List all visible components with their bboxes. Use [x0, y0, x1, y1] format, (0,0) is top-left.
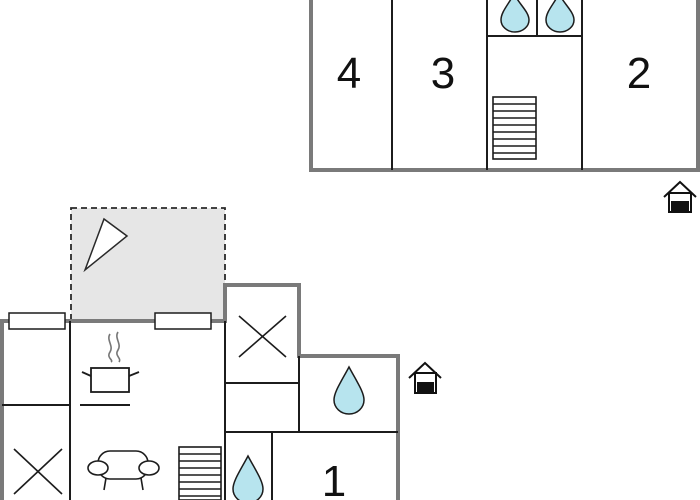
room-1-label: 1: [322, 457, 346, 500]
water-drop-icon: [232, 454, 264, 500]
window-icon: [8, 312, 66, 330]
room-2-label: 2: [627, 49, 651, 98]
room-4-label: 4: [337, 49, 361, 98]
upper-floor: 4 3 2: [309, 0, 700, 213]
stairs-icon: [492, 96, 537, 160]
water-drop-icon: [545, 0, 575, 33]
upper-floor-outer-wall: [309, 0, 700, 172]
stairs-icon: [178, 446, 222, 500]
sofa-icon: [87, 450, 160, 491]
terrace-sun-icon: [83, 217, 129, 273]
window-icon: [154, 312, 212, 330]
water-drop-icon: [500, 0, 530, 33]
entrance-house-icon: [408, 361, 442, 394]
cooking-pot-icon: [81, 331, 140, 393]
ground-floor: 1: [0, 207, 442, 500]
single-bed-cross-icon: [238, 315, 287, 358]
single-bed-cross-icon: [13, 448, 63, 495]
entrance-house-icon: [663, 180, 697, 213]
water-drop-icon: [333, 365, 365, 415]
room-3-label: 3: [431, 49, 455, 98]
terrace: [70, 207, 226, 321]
